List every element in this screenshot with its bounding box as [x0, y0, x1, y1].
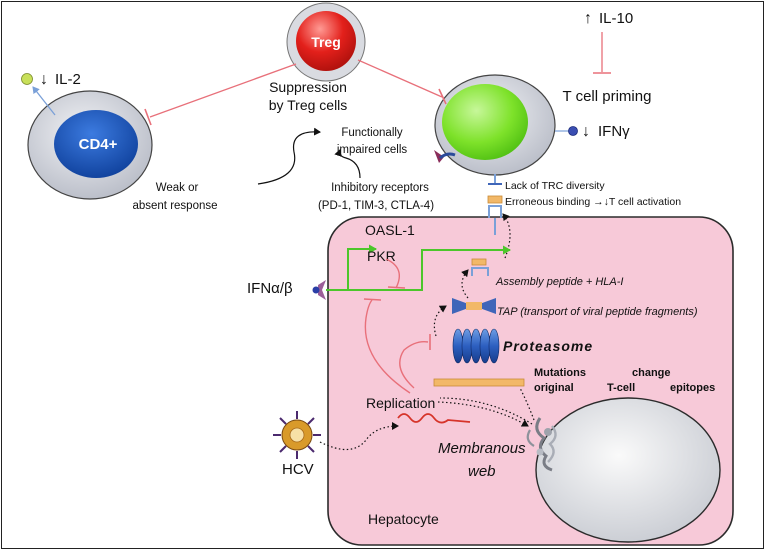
replication-inhibits-signal — [364, 299, 411, 394]
weak-response-arrow — [257, 127, 321, 185]
treg-inhibits-tcell — [357, 59, 443, 98]
ifn-receptor-icon — [318, 280, 326, 300]
hepatocyte-label: Hepatocyte — [368, 511, 439, 527]
t-cell-priming-label: T cell priming — [563, 88, 652, 105]
membranous-web-icon — [526, 417, 557, 472]
treg-cell — [286, 2, 366, 82]
tap-transporter-icon — [452, 298, 496, 314]
ifn-gamma-label: IFNγ — [598, 123, 630, 140]
il2-label: IL-2 — [55, 71, 81, 88]
hcv-virus-particle-icon — [273, 411, 321, 459]
assembly-label: Assembly peptide + HLA-I — [495, 276, 623, 288]
lack-trc-diversity-label: Lack of TRC diversity — [505, 180, 605, 192]
cd4-label: CD4+ — [79, 136, 118, 153]
ifn-ab-label: IFNα/β — [247, 280, 293, 297]
replication-inhibits-proteasome — [399, 340, 429, 389]
inhibitory-receptors-arrow — [334, 149, 361, 179]
ifn-signal-to-hla — [326, 245, 511, 291]
proteasome-icon — [452, 328, 500, 364]
t-cell-label: T-cell — [607, 382, 635, 394]
il10-up-arrow: ↑ — [584, 10, 592, 27]
erroneous-binding-label: Erroneous binding →↓T cell activation — [505, 196, 681, 208]
replication-to-web-dotted — [437, 401, 529, 427]
impaired-t-cell — [434, 74, 556, 176]
functionally-impaired-line2: impaired cells — [337, 144, 408, 156]
assembly-peptide-mark — [471, 258, 487, 266]
replication-inhibits-signal-bar — [363, 298, 382, 301]
cd4-cell — [27, 90, 153, 200]
ifn-gamma-molecule-icon — [568, 126, 578, 136]
il2-down-arrow: ↓ — [40, 71, 48, 88]
suppression-label-line2: by Treg cells — [269, 97, 348, 113]
tap-label: TAP (transport of viral peptide fragment… — [497, 306, 698, 318]
epitopes-label: epitopes — [670, 382, 715, 394]
web-to-epitope-dotted — [519, 387, 535, 421]
hepatocyte-nucleus — [535, 397, 721, 543]
hcv-label: HCV — [282, 461, 314, 478]
oasl-pkr-inhibition-curve — [385, 258, 400, 289]
hla-peptide-mark — [487, 195, 503, 204]
il2-molecule-icon — [21, 73, 33, 85]
membranous-label: Membranous — [438, 440, 526, 457]
web-to-replication-dotted — [439, 397, 533, 425]
functionally-impaired-line1: Functionally — [341, 127, 403, 139]
ifn-ligand-icon — [312, 286, 320, 294]
proteasome-label: Proteasome — [503, 338, 593, 354]
tap-to-assembly-dotted — [461, 269, 469, 299]
hla-receptor-shape — [488, 205, 502, 218]
change-label: change — [632, 367, 671, 379]
ifn-gamma-down-arrow: ↓ — [582, 123, 590, 140]
inhibitory-receptors-line2: (PD-1, TIM-3, CTLA-4) — [318, 200, 434, 212]
replication-squiggle — [397, 413, 471, 424]
treg-inhibits-cd4 — [149, 63, 297, 118]
weak-response-line2: absent response — [132, 200, 217, 212]
il10-label: IL-10 — [599, 10, 633, 27]
treg-label: Treg — [311, 34, 341, 50]
replication-label: Replication — [366, 395, 435, 411]
cd4-to-il2-arrow — [32, 86, 56, 116]
original-label: original — [534, 382, 574, 394]
oasl1-label: OASL-1 — [365, 222, 415, 238]
suppression-label-line1: Suppression — [269, 79, 347, 95]
treg-inhibits-tcell-bar — [438, 88, 447, 105]
mutations-label: Mutations — [534, 367, 586, 379]
mutated-epitope-bar — [433, 378, 525, 387]
inhibitory-receptors-line1: Inhibitory receptors — [331, 182, 429, 194]
hla-assembly-shape — [471, 267, 489, 276]
web-label: web — [468, 463, 496, 480]
weak-response-line1: Weak or — [156, 182, 199, 194]
treg-inhibits-cd4-bar — [144, 108, 152, 126]
oasl-pkr-inhibition-bar — [387, 286, 406, 289]
